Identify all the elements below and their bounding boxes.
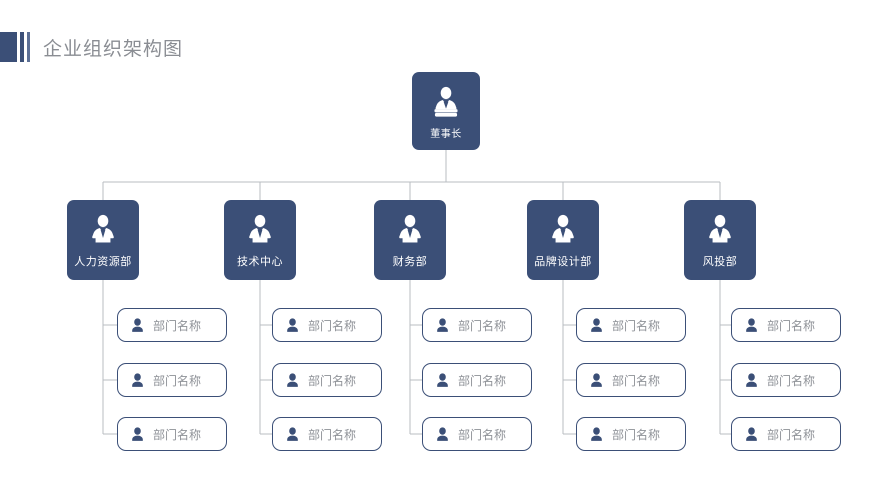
page-title-block: 企业组织架构图 xyxy=(0,30,183,64)
title-accent-bar-secondary xyxy=(27,32,30,62)
org-node-department-4[interactable]: 品牌设计部 xyxy=(527,200,599,280)
org-leaf-label: 部门名称 xyxy=(308,373,357,388)
person-icon xyxy=(591,317,602,332)
org-leaf-label: 部门名称 xyxy=(308,427,357,442)
org-leaf-node[interactable]: 部门名称 xyxy=(576,363,686,397)
org-leaf-node[interactable]: 部门名称 xyxy=(117,308,227,342)
person-icon xyxy=(437,317,448,332)
person-icon xyxy=(746,372,757,387)
org-leaf-label: 部门名称 xyxy=(767,373,816,388)
org-node-label: 董事长 xyxy=(430,129,462,140)
org-leaf-node[interactable]: 部门名称 xyxy=(731,363,841,397)
org-leaf-label: 部门名称 xyxy=(153,373,202,388)
org-leaf-label: 部门名称 xyxy=(153,318,202,333)
org-leaf-node[interactable]: 部门名称 xyxy=(422,308,532,342)
person-icon xyxy=(591,426,602,441)
org-node-department-1[interactable]: 人力资源部 xyxy=(67,200,139,280)
org-leaf-label: 部门名称 xyxy=(458,427,507,442)
executive-person-icon xyxy=(92,214,114,243)
org-leaf-node[interactable]: 部门名称 xyxy=(117,363,227,397)
org-leaf-node[interactable]: 部门名称 xyxy=(117,417,227,451)
org-leaf-node[interactable]: 部门名称 xyxy=(422,417,532,451)
org-leaf-node[interactable]: 部门名称 xyxy=(272,363,382,397)
person-icon xyxy=(132,317,143,332)
person-icon xyxy=(287,372,298,387)
org-leaf-node[interactable]: 部门名称 xyxy=(731,417,841,451)
org-node-label: 品牌设计部 xyxy=(534,256,592,268)
org-leaf-node[interactable]: 部门名称 xyxy=(731,308,841,342)
org-leaf-node[interactable]: 部门名称 xyxy=(576,308,686,342)
person-icon xyxy=(287,426,298,441)
person-icon xyxy=(132,372,143,387)
person-icon xyxy=(287,317,298,332)
executive-person-icon xyxy=(552,214,574,243)
org-node-label: 人力资源部 xyxy=(74,256,132,268)
title-accent-block xyxy=(0,32,17,62)
org-leaf-node[interactable]: 部门名称 xyxy=(272,417,382,451)
title-accent-bar-primary xyxy=(20,32,24,62)
executive-person-icon xyxy=(249,214,271,243)
org-leaf-label: 部门名称 xyxy=(458,318,507,333)
person-icon xyxy=(746,426,757,441)
org-node-department-5[interactable]: 风投部 xyxy=(684,200,756,280)
org-leaf-label: 部门名称 xyxy=(458,373,507,388)
org-node-label: 风投部 xyxy=(702,256,738,268)
org-leaf-node[interactable]: 部门名称 xyxy=(576,417,686,451)
org-leaf-node[interactable]: 部门名称 xyxy=(272,308,382,342)
org-leaf-label: 部门名称 xyxy=(767,427,816,442)
org-node-department-3[interactable]: 财务部 xyxy=(374,200,446,280)
org-node-label: 财务部 xyxy=(392,256,428,268)
org-leaf-label: 部门名称 xyxy=(612,318,661,333)
org-leaf-label: 部门名称 xyxy=(612,427,661,442)
org-leaf-label: 部门名称 xyxy=(767,318,816,333)
person-icon xyxy=(437,426,448,441)
org-leaf-node[interactable]: 部门名称 xyxy=(422,363,532,397)
executive-person-icon xyxy=(434,86,458,117)
org-node-chairman[interactable]: 董事长 xyxy=(412,72,480,150)
org-node-label: 技术中心 xyxy=(237,256,283,268)
executive-person-icon xyxy=(709,214,731,243)
org-leaf-label: 部门名称 xyxy=(308,318,357,333)
page-title: 企业组织架构图 xyxy=(43,38,184,60)
org-node-department-2[interactable]: 技术中心 xyxy=(224,200,296,280)
person-icon xyxy=(746,317,757,332)
org-leaf-label: 部门名称 xyxy=(153,427,202,442)
person-icon xyxy=(437,372,448,387)
title-accent-mark xyxy=(0,32,30,62)
executive-person-icon xyxy=(399,214,421,243)
person-icon xyxy=(132,426,143,441)
person-icon xyxy=(591,372,602,387)
org-leaf-label: 部门名称 xyxy=(612,373,661,388)
